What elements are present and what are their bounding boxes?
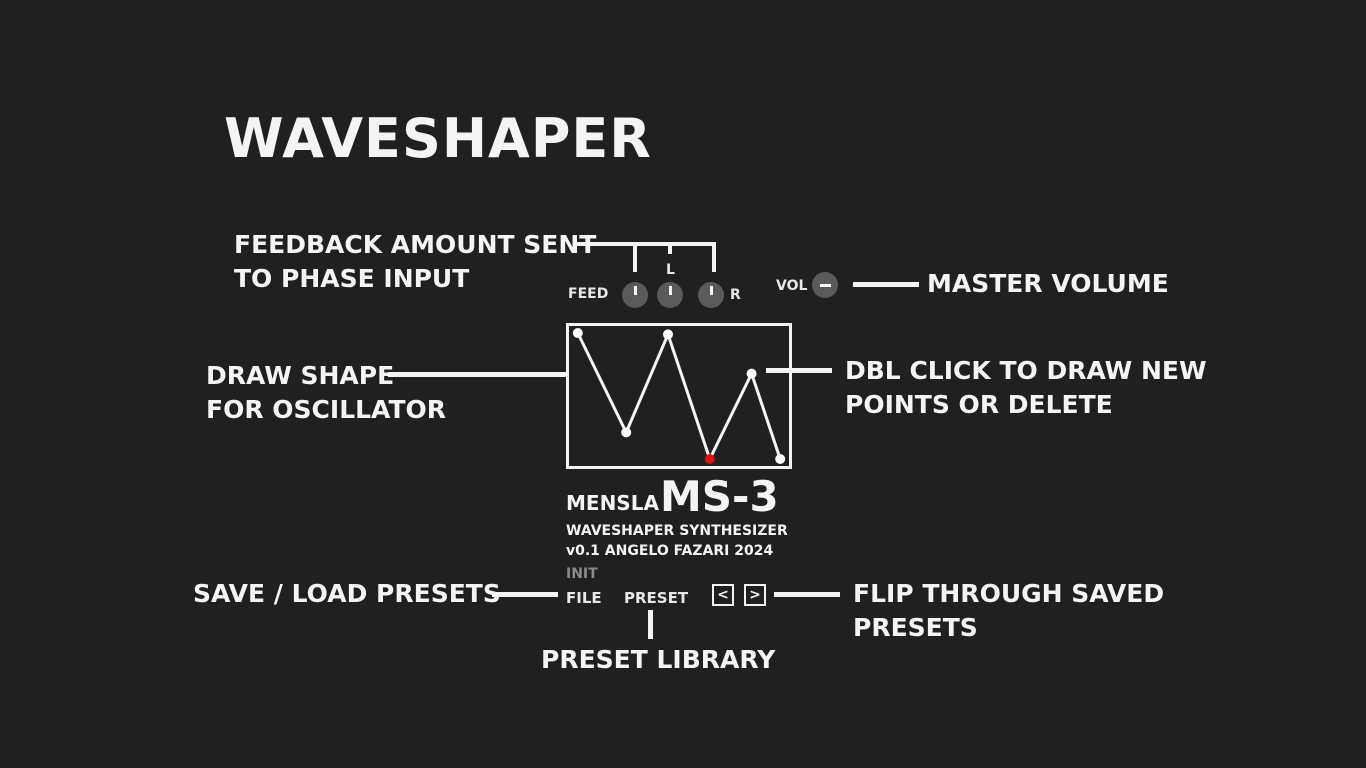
feedback-callout-line2: TO PHASE INPUT bbox=[234, 264, 470, 293]
feedback-knob[interactable] bbox=[622, 282, 648, 308]
master-volume-callout: MASTER VOLUME bbox=[927, 269, 1169, 298]
feedback-bracket-right bbox=[712, 242, 716, 272]
draw-shape-callout-line2: FOR OSCILLATOR bbox=[206, 395, 447, 424]
waveshape-point[interactable] bbox=[572, 328, 583, 338]
dbl-click-pointer bbox=[766, 368, 832, 373]
master-volume-knob[interactable] bbox=[812, 272, 838, 298]
flip-presets-callout-line2: PRESETS bbox=[853, 613, 978, 642]
dbl-click-callout-line1: DBL CLICK TO DRAW NEW bbox=[845, 356, 1207, 385]
knob-indicator bbox=[710, 286, 713, 295]
waveshape-canvas[interactable] bbox=[569, 326, 789, 466]
dbl-click-callout: DBL CLICK TO DRAW NEW POINTS OR DELETE bbox=[845, 354, 1207, 422]
left-channel-label: L bbox=[666, 262, 675, 278]
dbl-click-callout-line2: POINTS OR DELETE bbox=[845, 390, 1113, 419]
knob-indicator bbox=[634, 286, 637, 295]
flip-presets-callout: FLIP THROUGH SAVED PRESETS bbox=[853, 577, 1164, 645]
waveshape-point[interactable] bbox=[621, 427, 632, 438]
draw-shape-callout-line1: DRAW SHAPE bbox=[206, 361, 395, 390]
master-volume-pointer bbox=[853, 282, 919, 287]
knob-indicator bbox=[669, 286, 672, 295]
flip-presets-callout-line1: FLIP THROUGH SAVED bbox=[853, 579, 1165, 608]
waveshape-point[interactable] bbox=[663, 329, 673, 340]
current-preset-name: INIT bbox=[566, 566, 598, 582]
preset-library-pointer bbox=[648, 610, 653, 639]
preset-button[interactable]: PRESET bbox=[624, 589, 689, 607]
draw-shape-pointer bbox=[388, 372, 566, 377]
waveshape-point[interactable] bbox=[746, 368, 757, 379]
waveshape-point-selected[interactable] bbox=[704, 454, 715, 464]
model-name: MS-3 bbox=[660, 472, 779, 521]
page-title: WAVESHAPER bbox=[224, 107, 652, 170]
feedback-bracket-left bbox=[633, 242, 637, 272]
knob-indicator bbox=[820, 284, 831, 287]
feedback-bracket-top bbox=[574, 242, 716, 246]
file-button[interactable]: FILE bbox=[566, 589, 602, 607]
feedback-right-knob[interactable] bbox=[698, 282, 724, 308]
next-preset-button[interactable]: > bbox=[744, 584, 766, 606]
save-load-pointer bbox=[492, 592, 558, 597]
product-subtitle: WAVESHAPER SYNTHESIZER bbox=[566, 523, 788, 539]
waveshape-line bbox=[576, 330, 782, 463]
feed-label: FEED bbox=[568, 286, 609, 302]
preset-library-callout: PRESET LIBRARY bbox=[541, 645, 776, 674]
waveshape-points[interactable] bbox=[572, 328, 786, 464]
feedback-left-knob[interactable] bbox=[657, 282, 683, 308]
right-channel-label: R bbox=[730, 287, 741, 303]
prev-preset-button[interactable]: < bbox=[712, 584, 734, 606]
waveshape-editor[interactable] bbox=[566, 323, 792, 469]
waveshape-point[interactable] bbox=[775, 454, 786, 464]
draw-shape-callout: DRAW SHAPE FOR OSCILLATOR bbox=[206, 359, 446, 427]
brand-name: MENSLA bbox=[566, 491, 659, 515]
feedback-callout-line1: FEEDBACK AMOUNT SENT bbox=[234, 230, 597, 259]
flip-presets-pointer bbox=[774, 592, 840, 597]
save-load-callout: SAVE / LOAD PRESETS bbox=[193, 579, 501, 608]
feedback-callout: FEEDBACK AMOUNT SENT TO PHASE INPUT bbox=[234, 228, 596, 296]
vol-label: VOL bbox=[776, 278, 808, 294]
feedback-bracket-mid bbox=[668, 242, 672, 254]
version-info: v0.1 ANGELO FAZARI 2024 bbox=[566, 543, 774, 559]
